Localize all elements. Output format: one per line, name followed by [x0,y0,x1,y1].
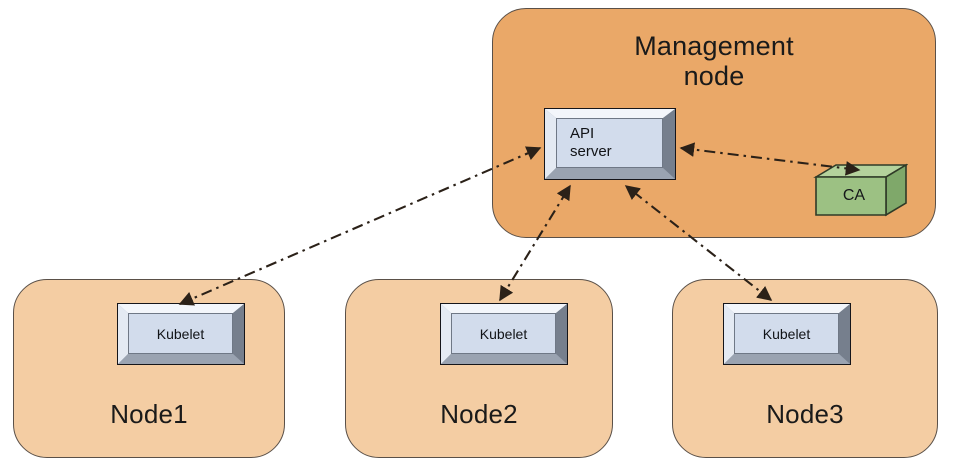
kubelet-box-node3[interactable]: Kubelet [723,303,851,365]
kubelet-face: Kubelet [451,313,556,354]
kubelet-face: Kubelet [128,313,233,354]
api-server-face: API server [556,118,663,168]
node-title-node2: Node2 [440,398,518,429]
kubelet-label: Kubelet [479,325,528,342]
kubelet-face: Kubelet [734,313,839,354]
kubelet-label: Kubelet [762,325,811,342]
kubelet-box-node1[interactable]: Kubelet [117,303,245,365]
ca-label: CA [842,187,866,204]
management-node-title: Management node [634,31,794,92]
api-server-box[interactable]: API server [544,108,676,180]
kubelet-box-node2[interactable]: Kubelet [440,303,568,365]
api-server-label: API server [570,125,612,160]
node-title-node3: Node3 [766,398,844,429]
ca-front-face [815,176,887,216]
node-title-node1: Node1 [110,398,188,429]
kubelet-label: Kubelet [156,325,205,342]
ca-box[interactable]: CA [812,163,908,219]
